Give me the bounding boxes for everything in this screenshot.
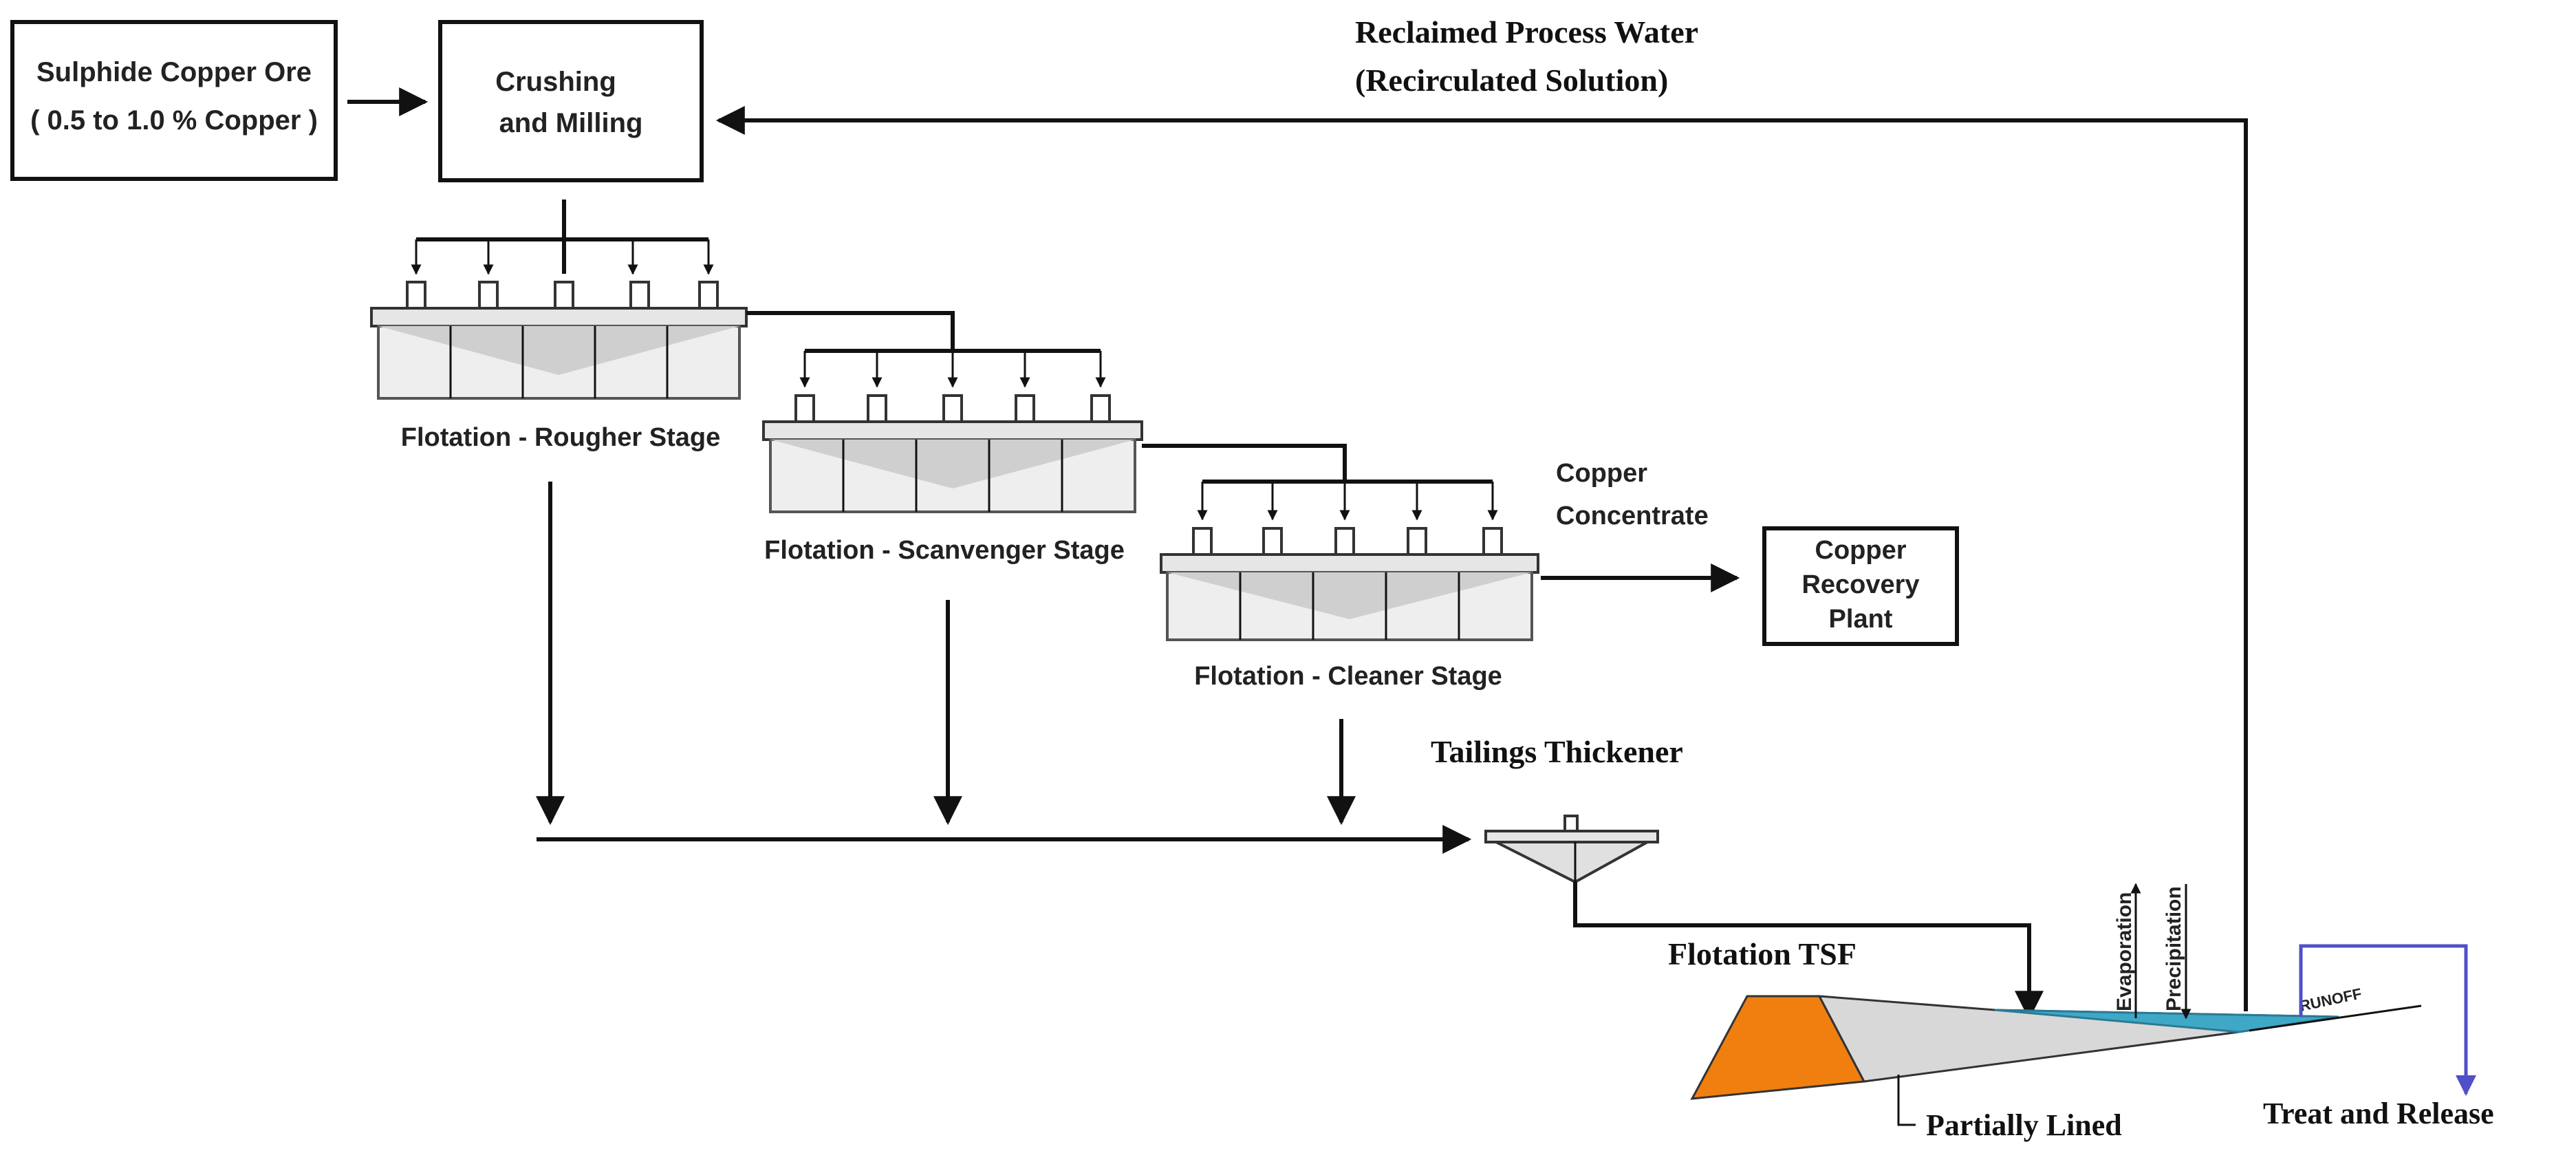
tsf-tailings — [1817, 995, 2339, 1083]
rougher-feed-manifold — [411, 237, 714, 275]
partially-lined-label: Partially Lined — [1926, 1108, 2122, 1142]
crushing-label-line1: Crushing — [495, 67, 616, 97]
cleaner-stage-label: Flotation - Cleaner Stage — [1194, 662, 1502, 691]
flotation-tsf — [1690, 995, 2422, 1100]
copper-concentrate-label-line1: Copper — [1556, 459, 1647, 488]
cleaner-flotation-cell — [1160, 527, 1539, 641]
cleaner-feed-manifold — [1142, 444, 1498, 521]
rougher-stage-label: Flotation - Rougher Stage — [401, 423, 720, 452]
crushing-node: Crushing and Milling — [438, 20, 704, 182]
scavenger-stage-label: Flotation - Scanvenger Stage — [764, 536, 1125, 565]
thickener-to-tsf-arrow — [1573, 882, 2044, 1020]
ore-label-line1: Sulphide Copper Ore — [36, 57, 312, 87]
crushing-label-line2: and Milling — [499, 108, 643, 138]
tailings-thickener-label: Tailings Thickener — [1431, 734, 1683, 769]
flotation-tsf-label: Flotation TSF — [1668, 936, 1857, 971]
scavenger-flotation-cell — [762, 394, 1143, 513]
treat-release-label: Treat and Release — [2263, 1097, 2494, 1130]
partially-lined-pointer — [1897, 1075, 1916, 1126]
recovery-label-line2: Recovery — [1801, 570, 1919, 599]
ore-label-line2: ( 0.5 to 1.0 % Copper ) — [30, 105, 318, 136]
reclaimed-water-label-line2: (Recirculated Solution) — [1355, 63, 1668, 98]
reclaimed-water-arrow — [715, 106, 2248, 1011]
runoff-arrow — [2299, 944, 2476, 1096]
copper-concentrate-label-line2: Concentrate — [1556, 502, 1709, 530]
precipitation-label: Precipitation — [2163, 886, 2185, 1011]
recovery-label-line3: Plant — [1829, 605, 1893, 634]
ore-node: Sulphide Copper Ore ( 0.5 to 1.0 % Coppe… — [10, 20, 338, 181]
recovery-plant-node: Copper Recovery Plant — [1762, 526, 1959, 646]
recovery-label-line1: Copper — [1815, 536, 1907, 565]
tsf-runoff-slope — [2249, 1004, 2422, 1032]
runoff-label: RUNOFF — [2298, 984, 2363, 1015]
tailings-thickener — [1484, 815, 1659, 884]
rougher-flotation-cell — [370, 281, 748, 400]
scavenger-feed-manifold — [746, 311, 1106, 388]
evaporation-label: Evaporation — [2113, 892, 2136, 1011]
reclaimed-water-label-line1: Reclaimed Process Water — [1355, 14, 1698, 50]
